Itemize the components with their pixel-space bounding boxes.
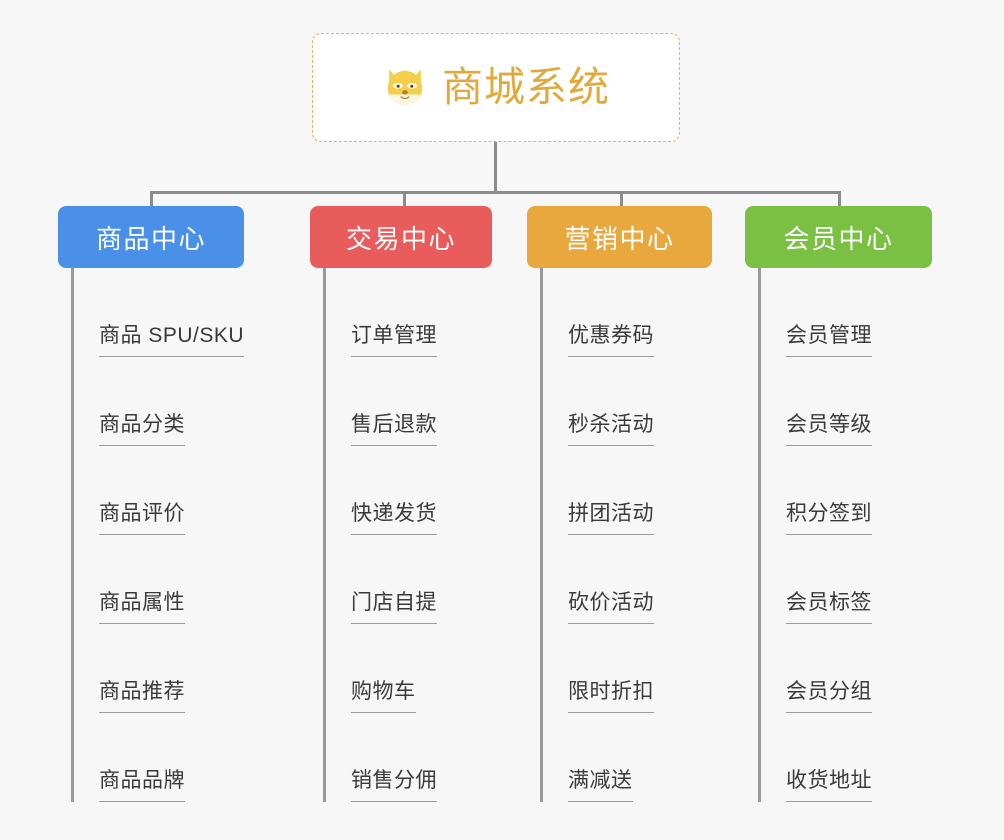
leaf-list-member-center: 会员管理会员等级积分签到会员标签会员分组收货地址 [758,268,872,802]
leaf-item-label: 满减送 [568,764,633,802]
branch-column-trade-center: 交易中心订单管理售后退款快递发货门店自提购物车销售分佣 [310,206,492,802]
leaf-item-label: 售后退款 [351,408,437,446]
branch-spine-trade-center [323,268,326,802]
leaf-item-label: 会员标签 [786,586,872,624]
leaf-item[interactable]: 拼团活动 [540,446,654,535]
branch-column-member-center: 会员中心会员管理会员等级积分签到会员标签会员分组收货地址 [745,206,932,802]
leaf-item[interactable]: 收货地址 [758,713,872,802]
leaf-item-label: 商品评价 [99,497,185,535]
leaf-item[interactable]: 积分签到 [758,446,872,535]
leaf-item[interactable]: 会员标签 [758,535,872,624]
leaf-item[interactable]: 会员管理 [758,268,872,357]
leaf-item[interactable]: 售后退款 [323,357,437,446]
leaf-item-label: 快递发货 [351,497,437,535]
leaf-item[interactable]: 商品属性 [71,535,244,624]
leaf-item[interactable]: 砍价活动 [540,535,654,624]
leaf-item[interactable]: 秒杀活动 [540,357,654,446]
shiba-dog-face-icon [387,68,423,105]
connector-horizontal-bus [150,191,840,194]
connector-drop-product-center [150,191,153,209]
leaf-item-label: 砍价活动 [568,586,654,624]
connector-drop-trade-center [403,191,406,209]
leaf-item[interactable]: 会员分组 [758,624,872,713]
leaf-item-label: 商品属性 [99,586,185,624]
root-node-title: 商城系统 [442,64,610,110]
branch-header-trade-center[interactable]: 交易中心 [310,206,492,268]
leaf-item-label: 拼团活动 [568,497,654,535]
leaf-item-label: 商品品牌 [99,764,185,802]
branch-header-marketing-center[interactable]: 营销中心 [527,206,712,268]
leaf-item-label: 商品 SPU/SKU [99,319,245,357]
leaf-item-label: 秒杀活动 [568,408,654,446]
leaf-item-label: 会员等级 [786,408,872,446]
leaf-item-label: 门店自提 [351,586,437,624]
leaf-item-label: 收货地址 [786,764,872,802]
leaf-item-label: 商品推荐 [99,675,185,713]
connector-root-stem [494,142,497,193]
leaf-item[interactable]: 商品评价 [71,446,244,535]
root-node-shop-system[interactable]: 商城系统 [312,33,680,142]
branch-spine-marketing-center [540,268,543,802]
leaf-item-label: 销售分佣 [351,764,437,802]
branch-header-product-center[interactable]: 商品中心 [58,206,244,268]
leaf-item-label: 会员管理 [786,319,872,357]
leaf-item[interactable]: 会员等级 [758,357,872,446]
branch-header-label: 交易中心 [345,223,456,254]
leaf-item[interactable]: 限时折扣 [540,624,654,713]
branch-header-label: 营销中心 [564,223,675,254]
leaf-item[interactable]: 商品 SPU/SKU [71,268,245,357]
leaf-item[interactable]: 商品推荐 [71,624,244,713]
leaf-item[interactable]: 快递发货 [323,446,437,535]
leaf-list-product-center: 商品 SPU/SKU 商品分类商品评价商品属性商品推荐商品品牌 [71,268,245,802]
branch-header-label: 商品中心 [95,223,206,254]
leaf-item[interactable]: 销售分佣 [323,713,437,802]
connector-drop-marketing-center [620,191,623,209]
branch-column-marketing-center: 营销中心优惠券码秒杀活动拼团活动砍价活动限时折扣满减送 [527,206,712,802]
leaf-item[interactable]: 满减送 [540,713,654,802]
branch-header-member-center[interactable]: 会员中心 [745,206,932,268]
leaf-item-label: 优惠券码 [568,319,654,357]
leaf-item[interactable]: 门店自提 [323,535,437,624]
branch-spine-member-center [758,268,761,802]
leaf-item[interactable]: 订单管理 [323,268,437,357]
leaf-item-label: 限时折扣 [568,675,654,713]
leaf-list-marketing-center: 优惠券码秒杀活动拼团活动砍价活动限时折扣满减送 [540,268,654,802]
leaf-list-trade-center: 订单管理售后退款快递发货门店自提购物车销售分佣 [323,268,437,802]
branch-header-label: 会员中心 [783,223,894,254]
leaf-item-label: 订单管理 [351,319,437,357]
leaf-item[interactable]: 商品分类 [71,357,244,446]
branch-column-product-center: 商品中心商品 SPU/SKU 商品分类商品评价商品属性商品推荐商品品牌 [58,206,245,802]
branch-spine-product-center [71,268,74,802]
leaf-item-label: 商品分类 [99,408,185,446]
leaf-item-label: 会员分组 [786,675,872,713]
leaf-item[interactable]: 优惠券码 [540,268,654,357]
connector-drop-member-center [838,191,841,209]
leaf-item-label: 购物车 [351,675,416,713]
leaf-item[interactable]: 商品品牌 [71,713,244,802]
leaf-item[interactable]: 购物车 [323,624,437,713]
leaf-item-label: 积分签到 [786,497,872,535]
